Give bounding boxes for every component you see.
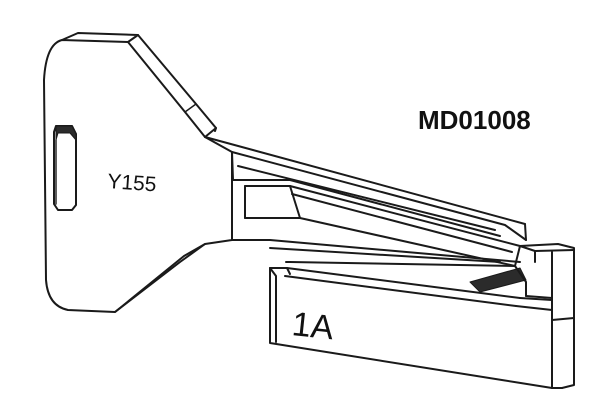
keyring-slot — [53, 125, 77, 211]
part-number-label: MD01008 — [418, 105, 531, 135]
key-code-label: Y155 — [107, 170, 158, 196]
insert-code-label: 1A — [290, 305, 336, 347]
key-blade — [204, 127, 527, 267]
insert-block — [269, 243, 575, 389]
